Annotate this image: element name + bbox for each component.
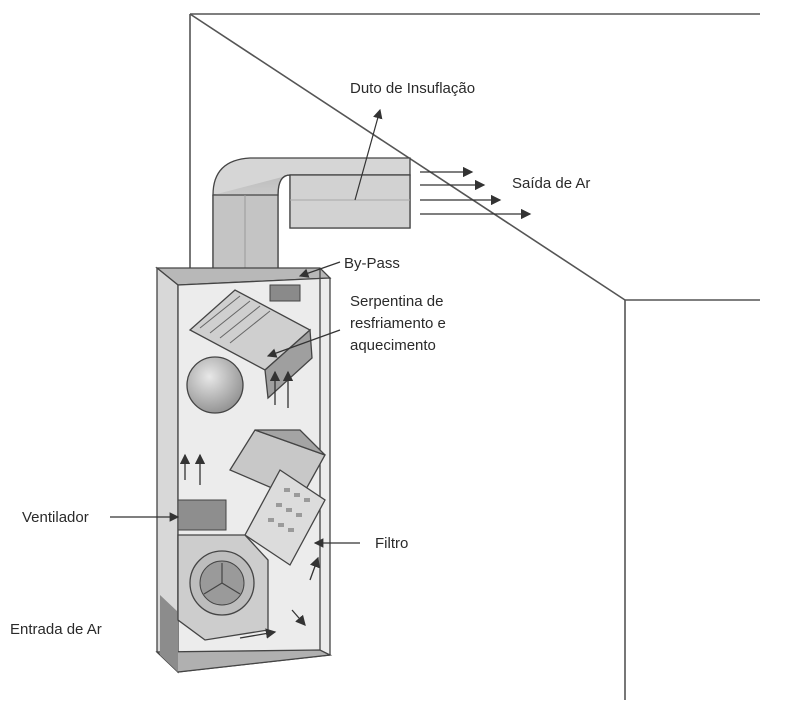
- label-coil-line3: aquecimento: [350, 337, 436, 355]
- label-filter: Filtro: [375, 535, 408, 553]
- label-fan: Ventilador: [22, 509, 89, 527]
- label-bypass: By-Pass: [344, 255, 400, 273]
- label-coil-line1: Serpentina de: [350, 293, 443, 311]
- label-air-out: Saída de Ar: [512, 175, 590, 193]
- fan-unit: [178, 535, 268, 640]
- label-air-in: Entrada de Ar: [10, 621, 102, 639]
- label-duct: Duto de Insuflação: [350, 80, 475, 98]
- label-coil-line2: resfriamento e: [350, 315, 446, 333]
